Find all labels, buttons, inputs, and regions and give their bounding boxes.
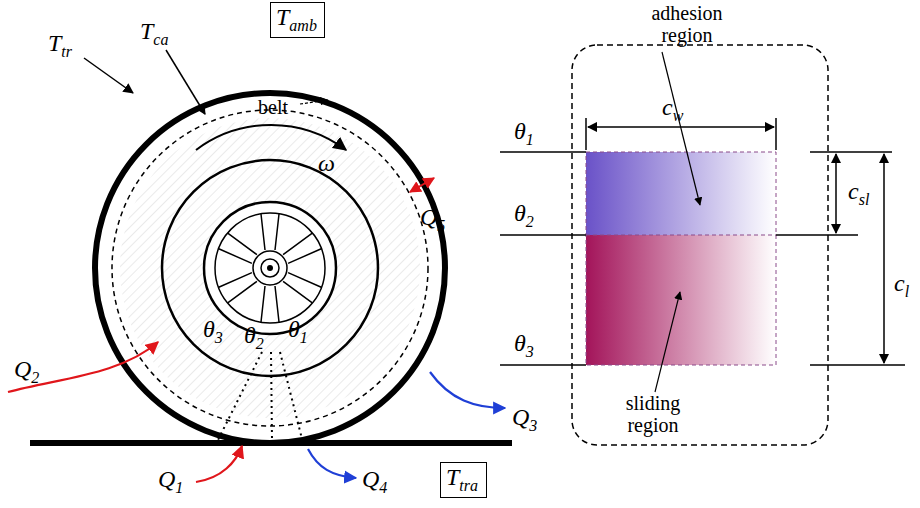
symbol-label: csl <box>848 178 869 204</box>
region-label: adhesion region <box>632 2 742 46</box>
symbol-label: θ2 <box>244 322 264 348</box>
boxed-temperature: Ttra <box>440 462 487 498</box>
temperature-symbol: Tamb <box>276 4 317 31</box>
boxed-temperature: Tamb <box>270 2 325 38</box>
symbol-label: θ3 <box>514 330 534 356</box>
symbol-label: Q4 <box>362 466 387 492</box>
symbol-label: Q1 <box>158 466 183 492</box>
symbol-label: Q5 <box>420 204 445 230</box>
temperature-symbol: Ttra <box>446 464 478 491</box>
symbol-label: cl <box>894 270 909 296</box>
symbol-label: Ttr <box>48 30 72 56</box>
symbol-label: cw <box>662 94 683 120</box>
symbol-label: Q3 <box>512 404 537 430</box>
symbol-label: θ1 <box>288 316 308 342</box>
symbol-label: Tca <box>140 18 168 44</box>
symbol-label: Q2 <box>14 356 39 382</box>
region-label: belt <box>258 96 288 118</box>
symbol-label: θ3 <box>203 316 223 342</box>
symbol-label: ω <box>318 150 335 176</box>
symbol-label: θ1 <box>514 118 534 144</box>
region-label: sliding region <box>598 392 708 436</box>
symbol-label: θ2 <box>514 200 534 226</box>
